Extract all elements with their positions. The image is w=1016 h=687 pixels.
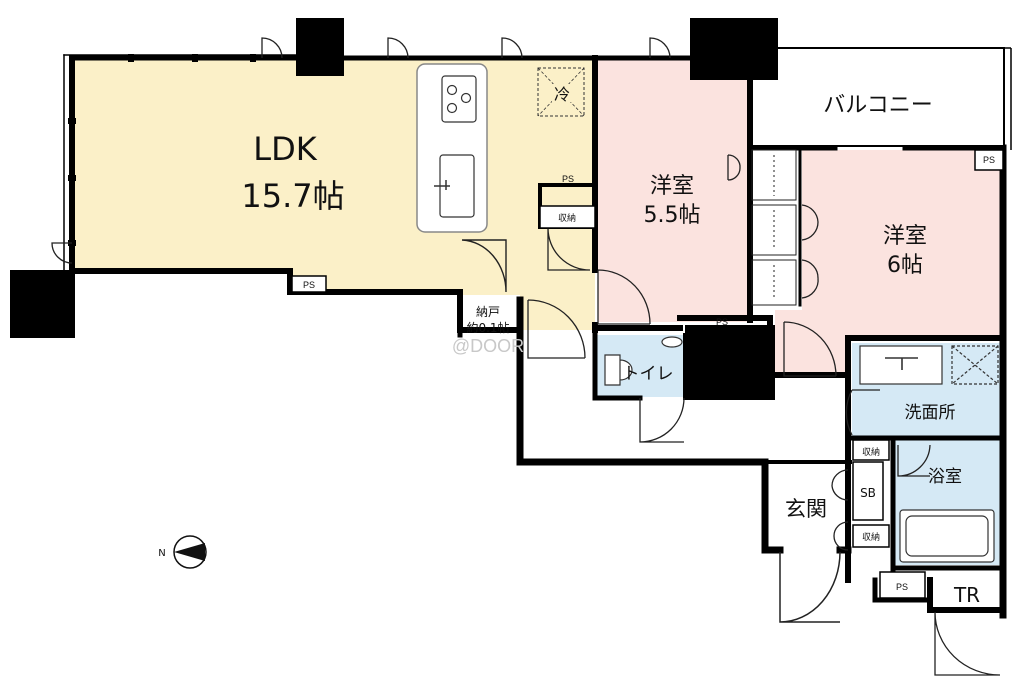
bath-name: 浴室 (928, 467, 962, 487)
walls (63, 54, 1007, 619)
toilet-icon (604, 354, 633, 386)
western-room-1-fill (598, 60, 748, 322)
door-swing-top-4 (649, 37, 671, 59)
columns (10, 18, 778, 400)
ps-label-kitchen: PS (562, 174, 574, 184)
door-swing-left (51, 242, 73, 264)
closets (751, 149, 797, 306)
column-pipe-shaft (685, 325, 775, 400)
watermark: @DOOR (452, 336, 524, 356)
washroom-name: 洗面所 (905, 403, 956, 423)
fixtures (604, 336, 999, 563)
bathtub-icon (899, 509, 995, 563)
storage-closet-size: 約0.1帖 (466, 320, 509, 335)
door-swing-tr (934, 611, 1001, 676)
western1-size: 5.5帖 (644, 203, 701, 228)
door-swing-top-2 (387, 37, 409, 59)
ps-label-ldk: PS (303, 280, 315, 290)
entrance-name: 玄関 (785, 497, 827, 521)
door-swing-toilet (639, 397, 685, 443)
door-swing-western1 (597, 269, 651, 325)
door-swing-western2 (783, 321, 837, 377)
labels: LDK 15.7帖 洋室 5.5帖 洋室 6帖 バルコニー トイレ 洗面所 浴室… (241, 93, 995, 607)
fridge-label: 冷 (554, 85, 570, 104)
door-swing-ldk-hall (527, 299, 586, 359)
door-swing-bath (897, 444, 931, 477)
western2-name: 洋室 (883, 224, 927, 249)
column-top-ldk (296, 18, 344, 76)
ldk-size: 15.7帖 (241, 177, 344, 215)
washer-space-icon (951, 345, 999, 385)
ps-label-western2: PS (983, 155, 995, 165)
kitchen: 冷 (416, 63, 585, 233)
western2-size: 6帖 (887, 253, 923, 278)
storage-label-entrance: 収納 (862, 531, 880, 542)
door-swing-top-1 (261, 37, 283, 59)
ps-label-hall: PS (716, 317, 728, 327)
western1-name: 洋室 (650, 174, 694, 199)
shoebox-label: SB (860, 486, 876, 500)
toilet-name: トイレ (623, 364, 674, 384)
column-bottom-left (10, 270, 75, 338)
balcony-name: バルコニー (823, 93, 933, 118)
trunk-room-label: TR (953, 583, 980, 607)
balcony (751, 47, 1012, 150)
north-arrow: N (158, 535, 207, 569)
door-swing-top-3 (501, 37, 523, 59)
ps-boxes (291, 149, 1004, 599)
fridge-space-icon (537, 67, 585, 117)
door-swing-entrance (779, 551, 841, 623)
ps-label-bottom: PS (896, 582, 908, 592)
ldk-name: LDK (253, 130, 317, 168)
storage-closet-name: 納戸 (476, 305, 500, 319)
cooktop-icon (441, 75, 477, 123)
storage-label-washroom: 収納 (862, 446, 880, 457)
washbasin-icon (859, 345, 943, 385)
north-label: N (158, 548, 165, 559)
western-room-2-fill (775, 150, 1003, 378)
door-swing-nando (461, 239, 507, 293)
door-swing-washroom (845, 389, 880, 436)
door-swing-storage (547, 227, 591, 271)
doors (51, 37, 1001, 676)
column-top-right (690, 18, 778, 80)
storage-label-kitchen: 収納 (558, 212, 576, 223)
